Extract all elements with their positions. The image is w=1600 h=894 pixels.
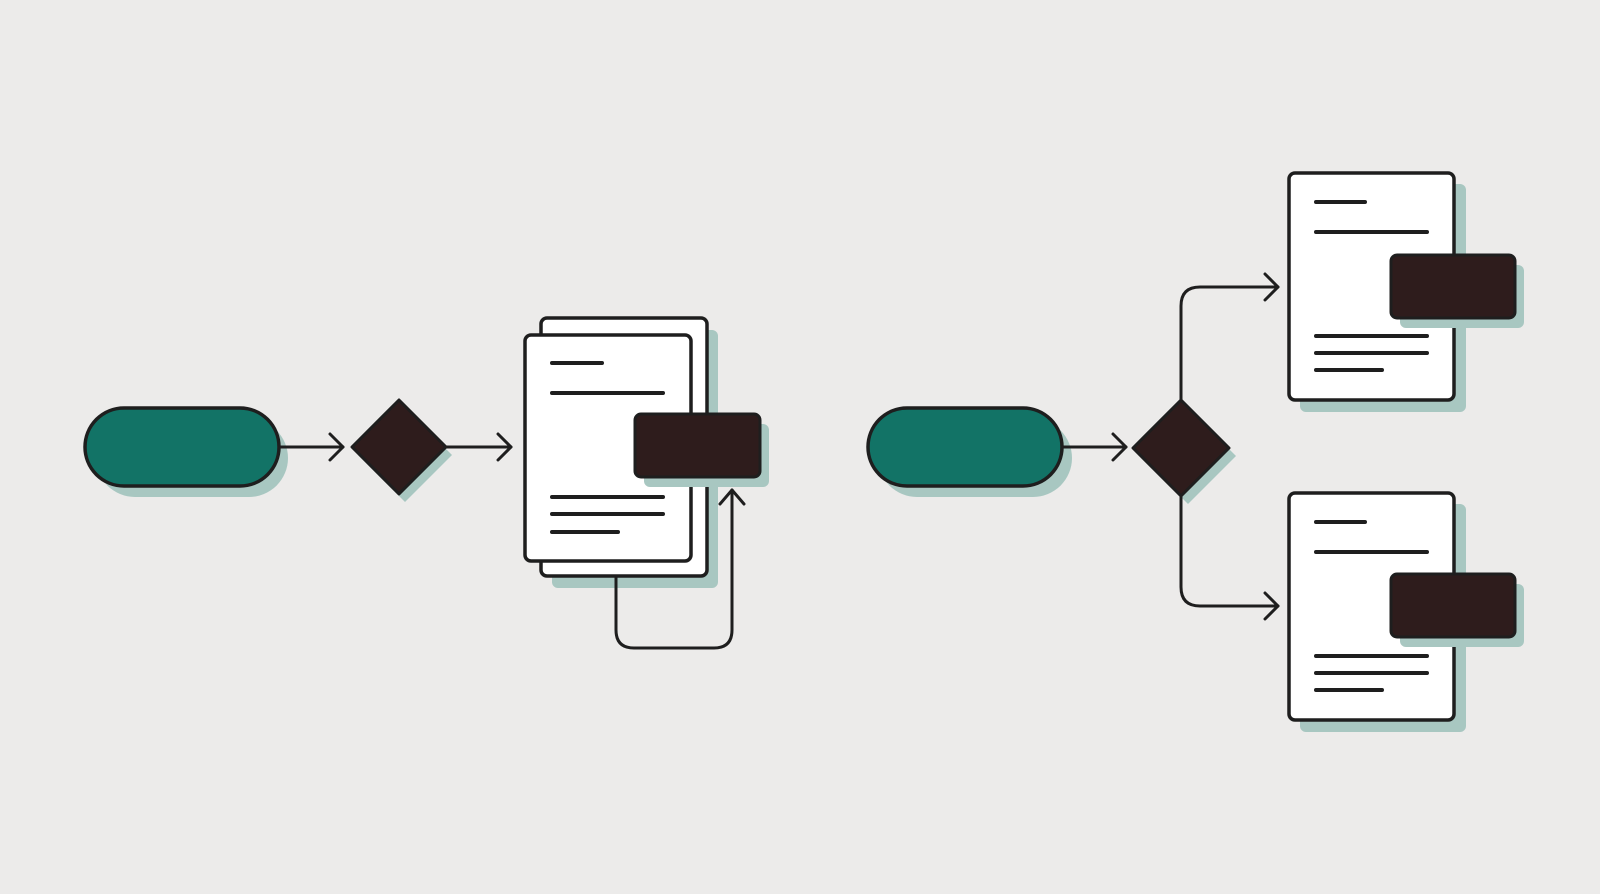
document-upper [1287, 171, 1466, 412]
decision-shape [1131, 398, 1231, 498]
loop-back-arrow [614, 488, 746, 650]
decision-node [1131, 398, 1236, 504]
overlay-block-upper-shape [1389, 253, 1517, 320]
arrow-terminal-to-decision [278, 432, 345, 462]
overlay-block-upper [1389, 253, 1524, 328]
decision-node [350, 398, 452, 502]
terminal-shape [866, 406, 1064, 488]
terminal-shape [83, 406, 281, 488]
overlay-block [633, 412, 769, 487]
arrow-terminal-to-decision [1061, 432, 1128, 462]
flow-branching-documents [866, 171, 1524, 732]
document-text-lines [550, 361, 665, 534]
overlay-block-shape [633, 412, 762, 479]
decision-shape [350, 398, 448, 496]
elbow-arrow-lower [1179, 494, 1280, 621]
terminal-node [83, 406, 288, 497]
flow-single-document-loop [83, 316, 769, 650]
terminal-node [866, 406, 1072, 497]
arrow-decision-to-document [444, 432, 513, 462]
document-upper-text-lines [1314, 200, 1429, 372]
elbow-arrow-upper [1179, 272, 1280, 402]
overlay-block-lower-shape [1389, 572, 1517, 639]
document-lower-text-lines [1314, 520, 1429, 692]
document-lower [1287, 491, 1466, 732]
overlay-block-lower [1389, 572, 1524, 647]
